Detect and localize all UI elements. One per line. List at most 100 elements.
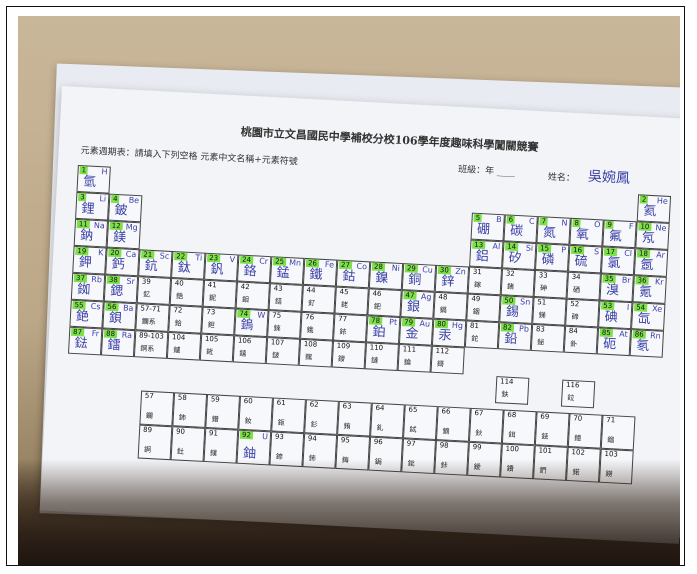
handwritten-element-name: 鈹 [114, 202, 128, 219]
atomic-number: 108 [303, 340, 318, 349]
printed-element-name: 鎘 [439, 306, 447, 315]
atomic-number: 32 [505, 269, 515, 278]
image-frame: 桃園市立文昌國民中學補校分校106學年度趣味科學闖關競賽 元素週期表：請填入下列… [6, 6, 685, 566]
atomic-number: 71 [606, 415, 616, 425]
printed-element-name: 錀 [403, 358, 412, 367]
atomic-number: 76 [305, 313, 315, 322]
atomic-number: 104 [171, 333, 186, 342]
atomic-number: 67 [474, 409, 484, 418]
atomic-number: 91 [208, 429, 219, 438]
atomic-number: 105 [204, 334, 219, 344]
element-symbol: He [656, 196, 669, 206]
handwritten-element-name: 氮 [542, 225, 557, 242]
handwritten-element-name: 硼 [476, 221, 491, 238]
table-edge-shadow [18, 459, 680, 565]
handwritten-element-name: 鈦 [177, 260, 192, 276]
handwritten-element-name: 矽 [508, 250, 522, 267]
handwritten-element-name: 鎳 [374, 270, 389, 287]
atomic-number: 41 [207, 280, 217, 290]
atomic-number: 99 [472, 442, 482, 452]
atomic-number: 112 [435, 346, 450, 356]
element-symbol: Cl [623, 248, 633, 259]
printed-element-name: 碲 [571, 312, 579, 322]
handwritten-element-name: 氫 [82, 174, 97, 190]
element-symbol: Ne [655, 223, 667, 233]
atomic-number: 109 [336, 341, 351, 351]
atomic-number: 58 [177, 393, 187, 402]
handwritten-element-name: 鍶 [109, 283, 124, 300]
element-cell: 52 碲 [565, 298, 600, 328]
printed-element-name: 鉍 [537, 338, 545, 347]
element-symbol: Fe [324, 260, 335, 270]
atomic-number: 75 [272, 311, 282, 320]
handwritten-element-name: 錳 [276, 265, 290, 282]
printed-element-name: 鉝 [567, 393, 575, 403]
atomic-number: 40 [174, 279, 184, 288]
atomic-number: 51 [537, 298, 547, 307]
handwritten-element-name: 銅 [407, 272, 422, 289]
printed-element-name: 鈰 [178, 413, 187, 422]
element-symbol: Rn [649, 331, 661, 341]
printed-element-name: 銦 [472, 307, 480, 317]
printed-element-name: 釤 [310, 420, 318, 429]
class-blank-line: ____ [496, 166, 516, 178]
atomic-number: 103 [604, 449, 619, 459]
class-field: 班級：年 ____ [458, 162, 515, 178]
element-cell: 41 鈮 [202, 279, 238, 309]
printed-element-name: 釔 [142, 290, 151, 299]
element-symbol: U [261, 431, 269, 442]
element-symbol: Si [525, 243, 534, 253]
element-symbol: Ni [391, 263, 401, 273]
handwritten-element-name: 銫 [75, 309, 90, 325]
atomic-number: 89 [142, 425, 153, 435]
atomic-number: 102 [571, 448, 586, 457]
handwritten-element-name: 砈 [602, 336, 617, 353]
printed-element-name: 鉬 [241, 295, 250, 305]
printed-element-name: 鐿 [574, 434, 582, 443]
atomic-number: 62 [309, 400, 319, 409]
handwritten-element-name: 氟 [608, 228, 623, 245]
printed-element-name: 銻 [538, 311, 546, 320]
handwritten-element-name: 鈧 [144, 258, 159, 275]
printed-element-name: 鎶 [436, 360, 445, 369]
printed-element-name: 鈮 [208, 293, 217, 303]
element-symbol: Ba [122, 303, 134, 314]
handwritten-element-name: 鋅 [440, 274, 455, 290]
printed-element-name: 鈇 [501, 390, 509, 399]
element-symbol: N [561, 218, 568, 228]
atomic-number: 72 [173, 306, 183, 315]
element-symbol: Sn [519, 297, 531, 307]
atomic-number: 52 [570, 299, 580, 309]
element-symbol: B [495, 214, 502, 225]
printed-element-name: 釕 [307, 299, 316, 308]
element-symbol: S [593, 247, 600, 257]
printed-element-name: 釙 [569, 339, 578, 349]
element-symbol: P [561, 245, 567, 255]
